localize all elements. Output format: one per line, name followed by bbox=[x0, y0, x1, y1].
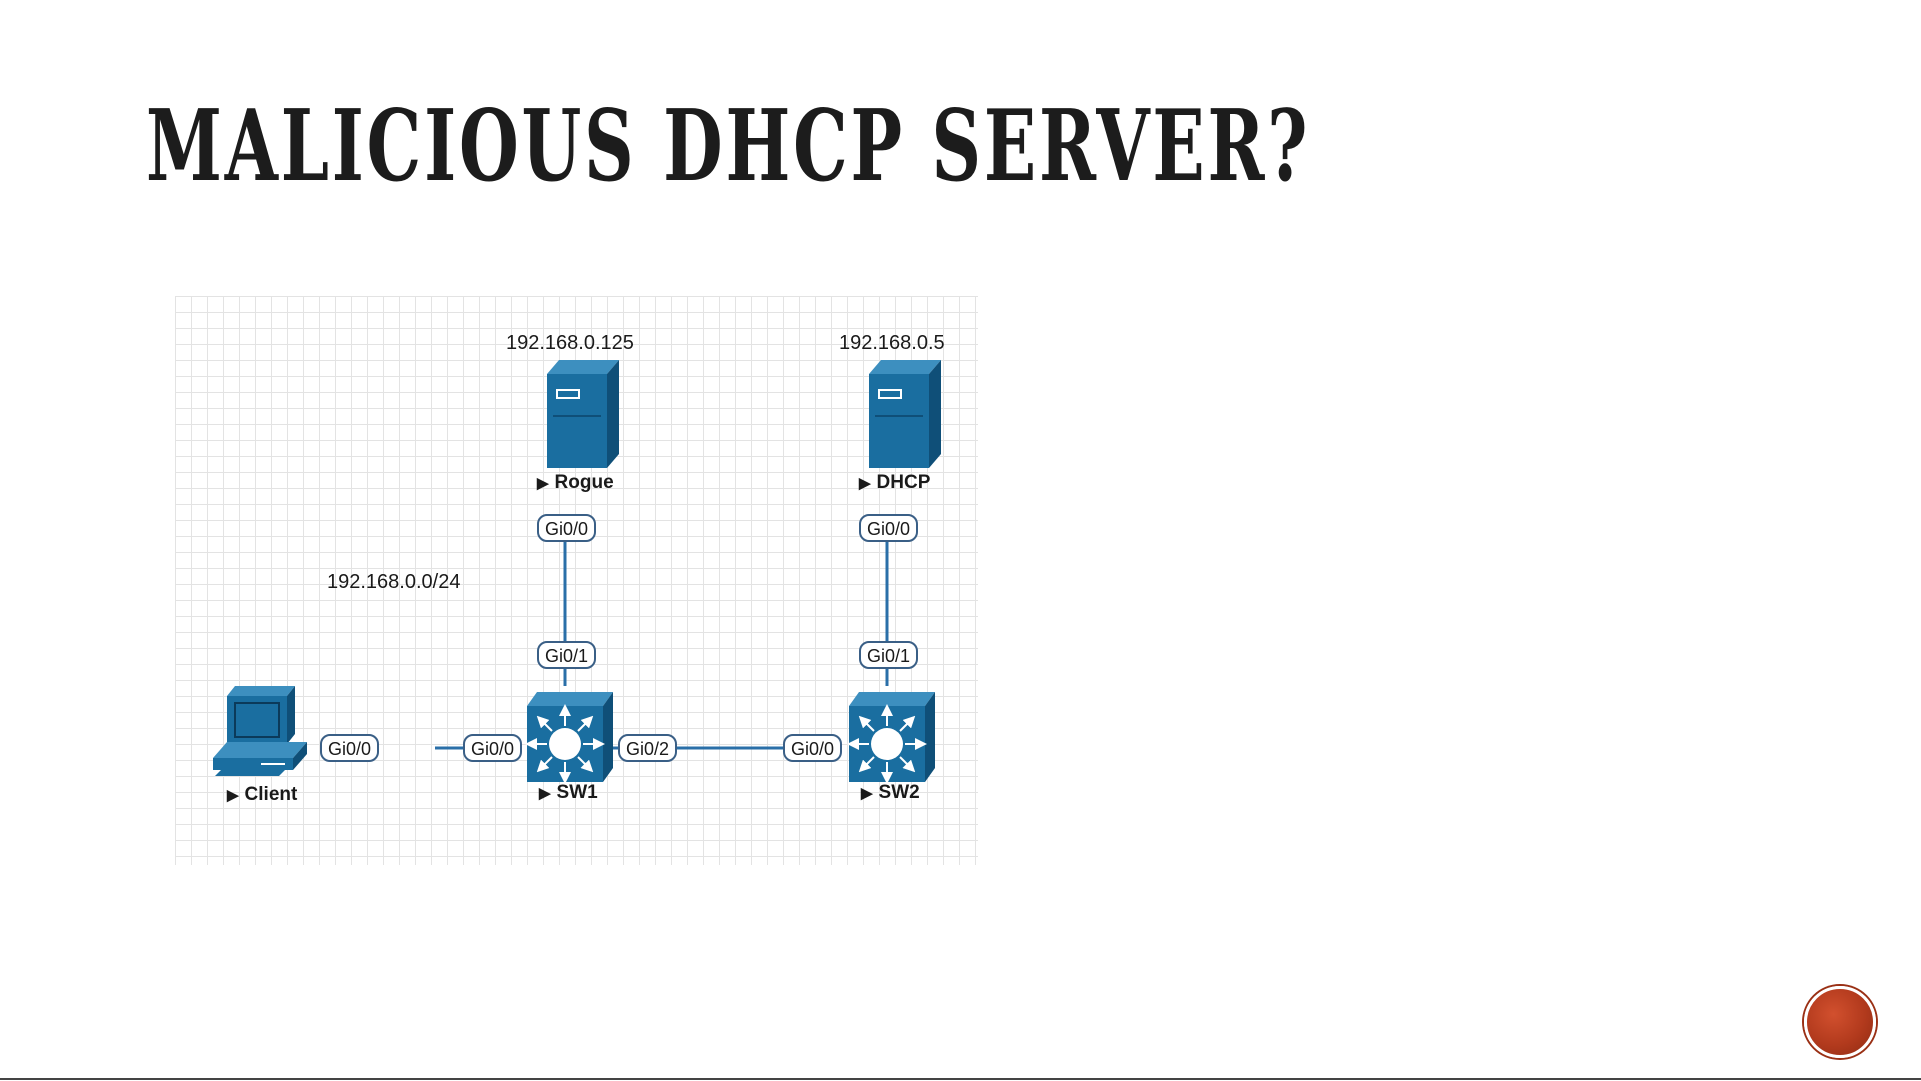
sw1-node-label: ▶SW1 bbox=[539, 782, 598, 804]
sw1-switch-icon[interactable] bbox=[527, 692, 613, 782]
client-computer-icon[interactable] bbox=[213, 686, 307, 776]
port-sw1-gi0-2[interactable]: Gi0/2 bbox=[618, 734, 677, 762]
sw2-node-label: ▶SW2 bbox=[861, 782, 920, 804]
slide-nav-button[interactable] bbox=[1804, 986, 1876, 1058]
port-client-gi0-0[interactable]: Gi0/0 bbox=[320, 734, 379, 762]
dhcp-server-icon[interactable] bbox=[869, 360, 941, 468]
rogue-node-label: ▶Rogue bbox=[537, 472, 614, 494]
subnet-label: 192.168.0.0/24 bbox=[327, 571, 460, 594]
port-sw1-gi0-0[interactable]: Gi0/0 bbox=[463, 734, 522, 762]
sw2-switch-icon[interactable] bbox=[849, 692, 935, 782]
slide-title: MALICIOUS DHCP SERVER? bbox=[146, 98, 1310, 196]
network-diagram: 192.168.0.125 192.168.0.5 192.168.0.0/24… bbox=[175, 296, 978, 865]
client-node-label: ▶Client bbox=[227, 784, 297, 806]
rogue-ip-label: 192.168.0.125 bbox=[506, 332, 634, 355]
dhcp-ip-label: 192.168.0.5 bbox=[839, 332, 945, 355]
port-dhcp-gi0-0[interactable]: Gi0/0 bbox=[859, 514, 918, 542]
rogue-server-icon[interactable] bbox=[547, 360, 619, 468]
port-sw2-gi0-0[interactable]: Gi0/0 bbox=[783, 734, 842, 762]
bottom-divider bbox=[0, 1078, 1921, 1080]
diagram-canvas bbox=[175, 296, 978, 865]
port-sw2-gi0-1[interactable]: Gi0/1 bbox=[859, 641, 918, 669]
port-rogue-gi0-0[interactable]: Gi0/0 bbox=[537, 514, 596, 542]
dhcp-node-label: ▶DHCP bbox=[859, 472, 930, 494]
port-sw1-gi0-1[interactable]: Gi0/1 bbox=[537, 641, 596, 669]
